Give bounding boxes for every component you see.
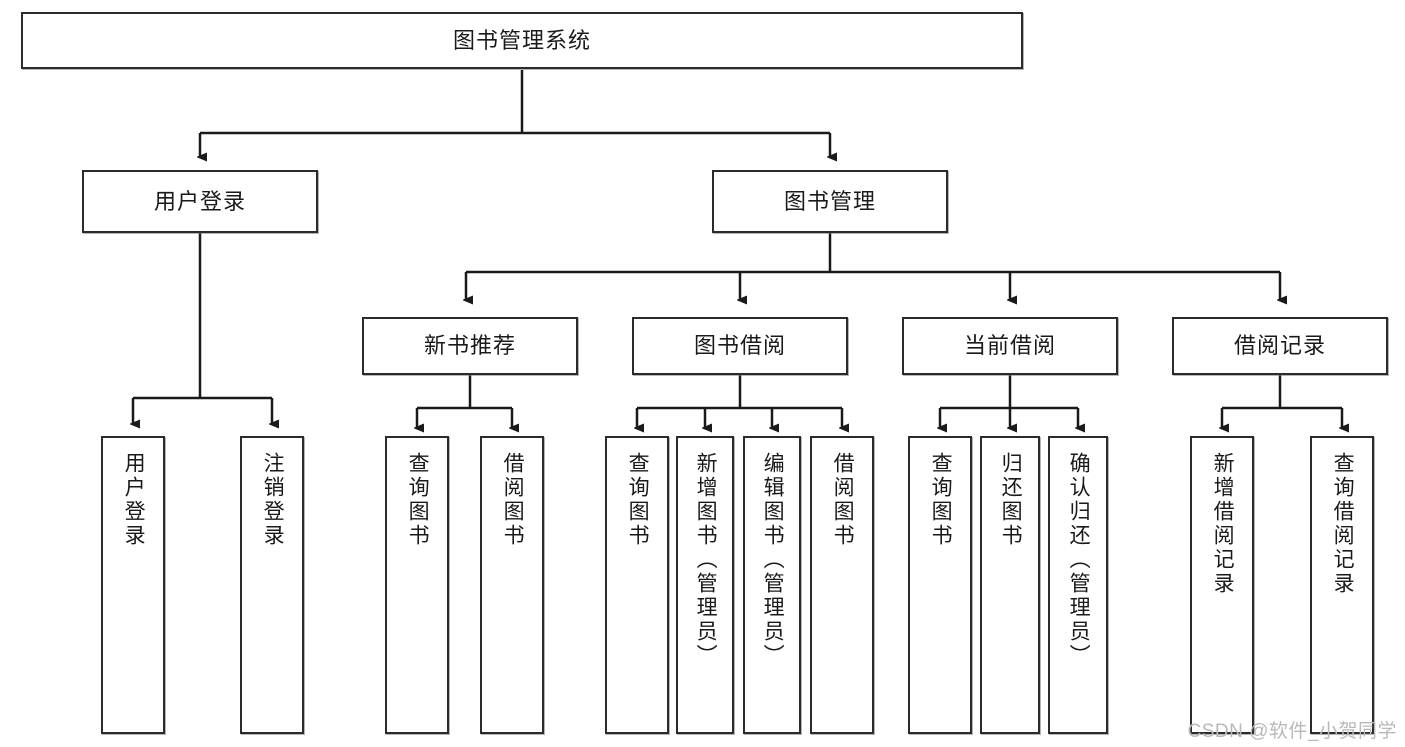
node-label: 用户登录 [122,452,146,548]
node-label: 查询图书 [929,452,953,548]
node-label: 查询借阅记录 [1331,452,1355,596]
node-label: 注销登录 [261,452,285,548]
csdn-watermark: CSDN @软件_小贺同学 [1187,721,1397,742]
node-label: 新增图书（管理员） [694,452,718,668]
node-new-book-recommend[interactable]: 新书推荐 [362,317,578,375]
node-current-borrow[interactable]: 当前借阅 [902,317,1118,375]
node-label: 图书管理系统 [452,27,591,53]
node-label: 确认归还（管理员） [1067,452,1091,668]
leaf-node[interactable]: 查询借阅记录 [1310,436,1374,734]
node-label: 新书推荐 [423,333,516,359]
node-borrow-records[interactable]: 借阅记录 [1172,317,1388,375]
node-label: 用户登录 [153,188,246,214]
leaf-node[interactable]: 用户登录 [101,436,165,734]
leaf-node[interactable]: 查询图书 [385,436,449,734]
leaf-node[interactable]: 新增图书（管理员） [676,436,734,734]
node-label: 归还图书 [999,452,1023,548]
leaf-node[interactable]: 归还图书 [980,436,1040,734]
leaf-node[interactable]: 编辑图书（管理员） [743,436,801,734]
leaf-node[interactable]: 确认归还（管理员） [1048,436,1108,734]
leaf-node[interactable]: 新增借阅记录 [1190,436,1254,734]
node-label: 当前借阅 [963,333,1056,359]
node-root[interactable]: 图书管理系统 [21,12,1023,69]
node-book-management[interactable]: 图书管理 [712,170,948,233]
node-label: 查询图书 [626,452,650,548]
node-book-borrow[interactable]: 图书借阅 [632,317,848,375]
node-label: 图书借阅 [693,333,786,359]
node-user-login[interactable]: 用户登录 [82,170,318,233]
leaf-node[interactable]: 借阅图书 [810,436,874,734]
node-label: 借阅记录 [1233,333,1326,359]
node-label: 借阅图书 [831,452,855,548]
leaf-node[interactable]: 借阅图书 [480,436,544,734]
node-label: 查询图书 [406,452,430,548]
node-label: 图书管理 [783,188,876,214]
leaf-node[interactable]: 查询图书 [908,436,972,734]
node-label: 借阅图书 [501,452,525,548]
leaf-node[interactable]: 查询图书 [605,436,669,734]
node-label: 新增借阅记录 [1211,452,1235,596]
node-label: 编辑图书（管理员） [761,452,785,668]
leaf-node[interactable]: 注销登录 [240,436,304,734]
